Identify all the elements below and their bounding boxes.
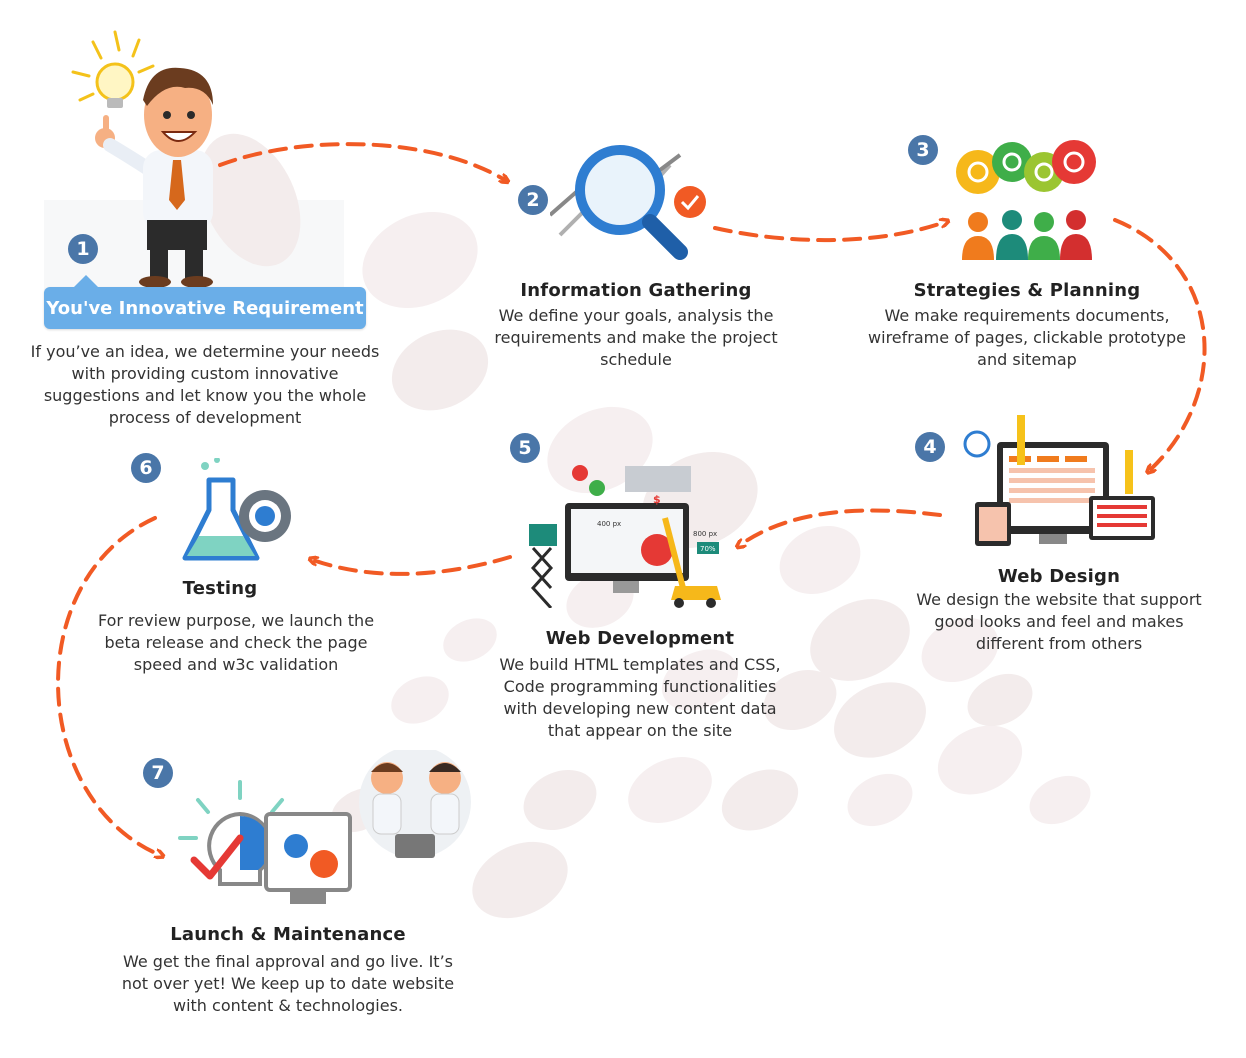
background-oval xyxy=(661,649,739,711)
step-5-title: Web Development xyxy=(545,628,735,649)
dollar-label: $ xyxy=(653,493,661,506)
step-2-title: Information Gathering xyxy=(520,280,752,301)
team-planning-gears-icon xyxy=(956,140,1096,260)
lightbulb-icon xyxy=(71,30,155,108)
arrow-3-to-4 xyxy=(1113,218,1207,470)
step-4-title: Web Design xyxy=(997,566,1121,587)
background-oval xyxy=(472,841,568,919)
background-oval xyxy=(834,682,926,758)
arrow-6-to-7 xyxy=(56,516,160,855)
step-7-description: We get the final approval and go live. I… xyxy=(121,952,455,1015)
step-7-badge: 7 xyxy=(143,758,173,788)
arrow-2-to-3 xyxy=(713,222,945,243)
step-4-badge: 4 xyxy=(915,432,945,462)
background-oval xyxy=(1029,775,1091,825)
background-oval xyxy=(937,725,1023,795)
responsive-web-design-icon xyxy=(963,415,1155,546)
step-2-badge: 2 xyxy=(518,185,548,215)
magnifier-analysis-icon xyxy=(550,145,706,260)
step-1-badge: 1 xyxy=(68,234,98,264)
background-oval xyxy=(847,773,913,827)
arrow-5-to-6 xyxy=(313,555,512,576)
step-7-title: Launch & Maintenance xyxy=(170,924,406,945)
step-6-title: Testing xyxy=(182,578,258,599)
background-oval xyxy=(779,525,861,595)
background-oval xyxy=(810,599,910,681)
background-oval xyxy=(199,133,301,267)
step-6-badge: 6 xyxy=(131,453,161,483)
step-3-badge: 3 xyxy=(908,135,938,165)
step-3-title: Strategies & Planning xyxy=(913,280,1141,301)
background-oval xyxy=(921,617,999,683)
web-development-construction-icon: 400 px $ 800 px 70% xyxy=(529,465,721,608)
idea-businessman-illustration xyxy=(71,30,213,288)
arrow-1-to-2 xyxy=(218,142,505,180)
step-1-description: If you’ve an idea, we determine your nee… xyxy=(30,342,380,427)
height-label: 800 px xyxy=(693,530,717,538)
background-oval xyxy=(523,769,597,831)
background-oval xyxy=(362,211,478,309)
background-oval xyxy=(391,676,449,724)
step-5-description: We build HTML templates and CSS,Code pro… xyxy=(499,655,781,740)
background-oval xyxy=(721,769,799,831)
background-oval xyxy=(391,329,489,411)
step-5-badge: 5 xyxy=(510,433,540,463)
width-label: 400 px xyxy=(597,520,621,528)
background-oval xyxy=(443,618,497,662)
launch-monitor-lightbulb-icon xyxy=(178,780,352,904)
background-oval xyxy=(628,757,712,823)
background-oval xyxy=(763,669,837,731)
testing-flask-gear-icon xyxy=(182,458,291,561)
arrow-4-to-5 xyxy=(740,508,942,545)
step-3-description: We make requirements documents,wireframe… xyxy=(868,306,1186,369)
handshake-partners-illustration xyxy=(359,750,471,858)
percent-label: 70% xyxy=(700,545,716,553)
background-oval xyxy=(967,673,1033,727)
step-1-title: You've Innovative Requirement xyxy=(44,275,366,329)
